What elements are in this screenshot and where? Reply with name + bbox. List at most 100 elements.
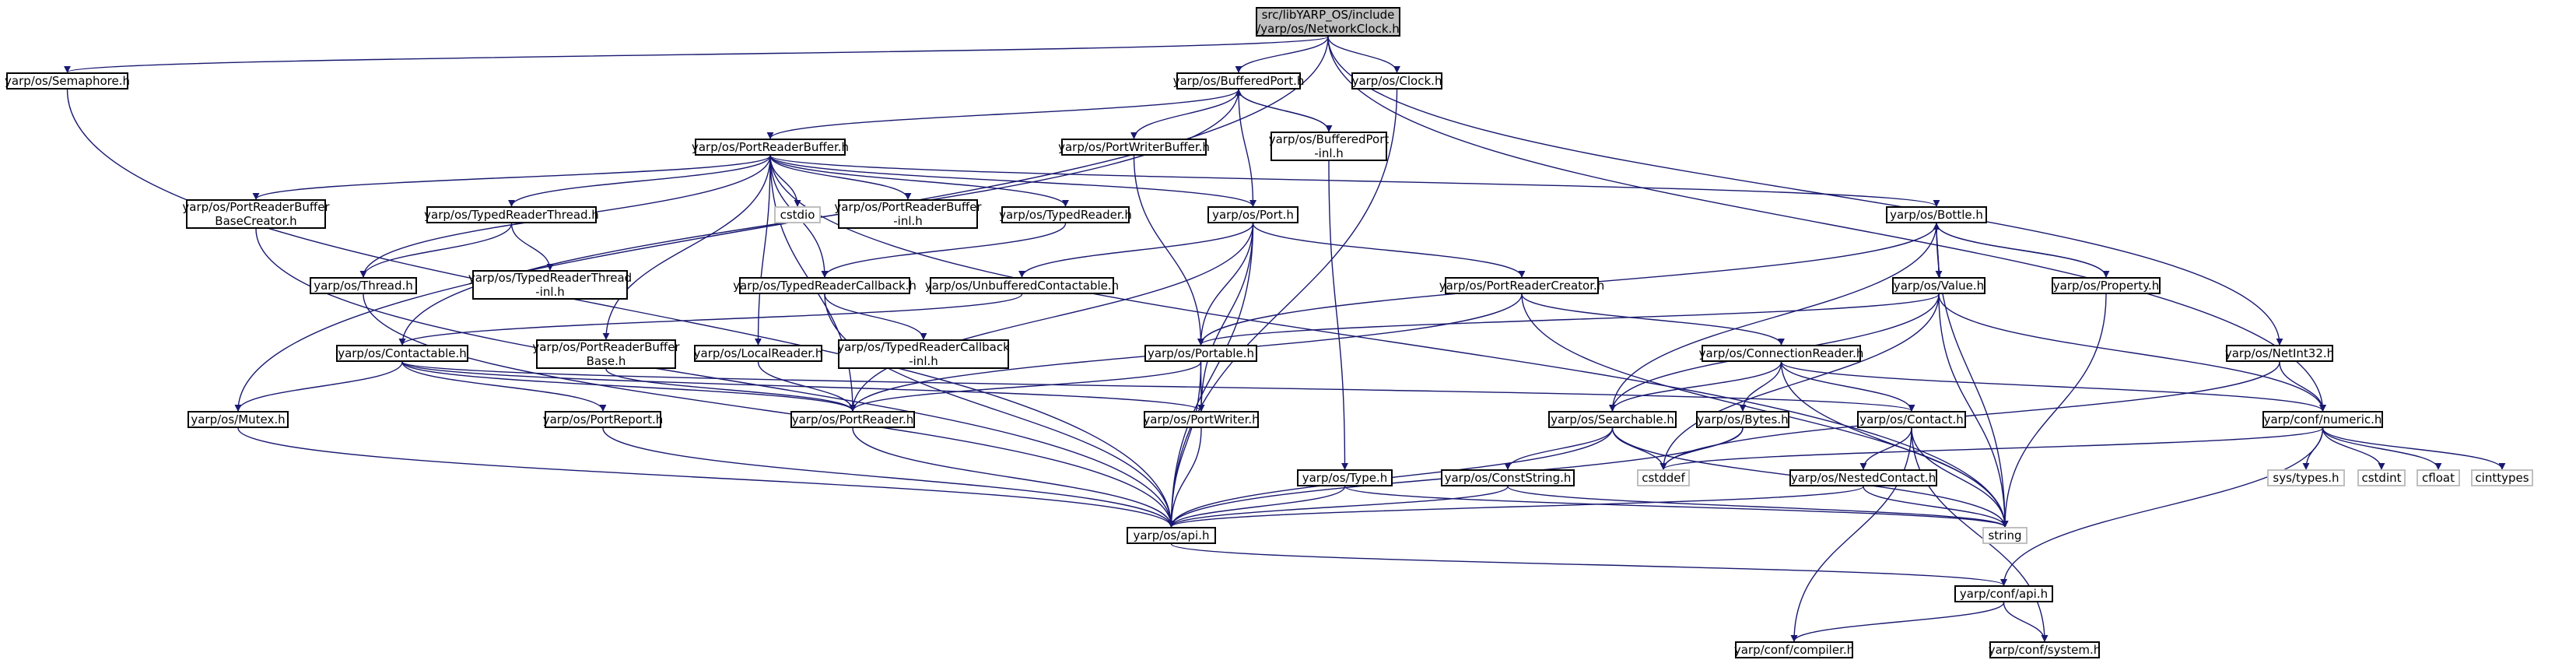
edge-property-to-bottle bbox=[1933, 223, 2107, 278]
edge-portwriterbuffer-to-portable bbox=[1133, 155, 1204, 346]
edge-port-to-portwriter bbox=[1197, 223, 1254, 412]
node-conststring-h[interactable]: yarp/os/ConstString.h bbox=[1441, 469, 1575, 486]
edge-value-to-cstddef bbox=[1660, 293, 1940, 470]
edge-bufferedport-to-portreaderbuffer bbox=[766, 89, 1239, 139]
node-cinttypes[interactable]: cinttypes bbox=[2471, 469, 2533, 486]
node-portreadercreator-h[interactable]: yarp/os/PortReaderCreator.h bbox=[1439, 277, 1604, 294]
edge-portreadercreator-to-connectionreader bbox=[1521, 293, 1785, 346]
node-cstdint[interactable]: cstdint bbox=[2357, 469, 2406, 486]
node-conf-compiler-h[interactable]: yarp/conf/compiler.h bbox=[1733, 641, 1855, 658]
edge-mutex-to-api_os bbox=[237, 427, 1175, 528]
node-conf-system-h[interactable]: yarp/conf/system.h bbox=[1989, 641, 2101, 658]
node-unbufferedcontactable-h[interactable]: yarp/os/UnbufferedContactable.h bbox=[925, 277, 1119, 294]
node-mutex-h[interactable]: yarp/os/Mutex.h bbox=[188, 411, 289, 428]
node-searchable-h[interactable]: yarp/os/Searchable.h bbox=[1548, 411, 1677, 428]
edge-portreaderbuffer-to-bottle bbox=[769, 155, 1940, 207]
node-port-h[interactable]: yarp/os/Port.h bbox=[1207, 206, 1299, 223]
node-typedreaderthread-inl-h[interactable]: yarp/os/TypedReaderThread -inl.h bbox=[468, 270, 632, 300]
node-typedreaderthread-h[interactable]: yarp/os/TypedReaderThread.h bbox=[424, 206, 599, 223]
node-connectionreader-h[interactable]: yarp/os/ConnectionReader.h bbox=[1699, 345, 1863, 362]
node-numeric-h[interactable]: yarp/conf/numeric.h bbox=[2262, 411, 2383, 428]
edge-contact-to-compiler bbox=[1790, 427, 1912, 642]
edge-connectionreader-to-string bbox=[1780, 361, 2009, 528]
node-portwriter-h[interactable]: yarp/os/PortWriter.h bbox=[1143, 411, 1260, 428]
node-contactable-h[interactable]: yarp/os/Contactable.h bbox=[336, 345, 468, 362]
edge-value-to-bottle bbox=[1933, 223, 1940, 278]
node-value-h[interactable]: yarp/os/Value.h bbox=[1892, 277, 1985, 294]
node-networkclock-h[interactable]: src/libYARP_OS/include /yarp/os/NetworkC… bbox=[1256, 7, 1400, 37]
node-label: yarp/os/Type.h bbox=[1302, 471, 1388, 485]
node-cstddef[interactable]: cstddef bbox=[1637, 469, 1690, 486]
node-bufferedport-h[interactable]: yarp/os/BufferedPort.h bbox=[1173, 72, 1304, 90]
node-nestedcontact-h[interactable]: yarp/os/NestedContact.h bbox=[1789, 469, 1937, 486]
node-semaphore-h[interactable]: yarp/os/Semaphore.h bbox=[5, 72, 130, 90]
node-label: yarp/os/Clock.h bbox=[1351, 74, 1442, 88]
edge-conststring-to-api_os bbox=[1168, 486, 1509, 528]
node-label: yarp/os/Contactable.h bbox=[338, 346, 467, 360]
node-cfloat[interactable]: cfloat bbox=[2417, 469, 2460, 486]
node-label: yarp/conf/numeric.h bbox=[2263, 412, 2382, 427]
edge-contactable-to-portreader bbox=[401, 361, 857, 412]
node-portreaderbuffer-base-h[interactable]: yarp/os/PortReaderBuffer Base.h bbox=[532, 339, 680, 369]
node-label: yarp/os/NetInt32.h bbox=[2224, 346, 2335, 360]
edge-portreaderbuffer-to-port bbox=[769, 155, 1256, 207]
node-label: yarp/os/TypedReader.h bbox=[999, 208, 1132, 222]
node-portreaderbuffer-basecreator-h[interactable]: yarp/os/PortReaderBuffer BaseCreator.h bbox=[182, 199, 330, 229]
edge-typedreadercallback-to-typedreadercallback_inl bbox=[824, 293, 927, 340]
node-label-line-2: Base.h bbox=[586, 354, 626, 368]
edge-connectionreader-to-searchable bbox=[1609, 361, 1782, 412]
node-portwriterbuffer-h[interactable]: yarp/os/PortWriterBuffer.h bbox=[1058, 139, 1210, 156]
edge-portreaderbuffer-to-typedreader bbox=[769, 155, 1069, 207]
edge-portreaderbuffer-to-localreader bbox=[755, 155, 771, 346]
edge-numeric-to-cstdint bbox=[2322, 427, 2385, 470]
node-bufferedport-inl-h[interactable]: yarp/os/BufferedPort -inl.h bbox=[1268, 132, 1390, 161]
node-cstdio[interactable]: cstdio bbox=[774, 206, 821, 223]
node-property-h[interactable]: yarp/os/Property.h bbox=[2052, 277, 2161, 294]
node-os-api-h[interactable]: yarp/os/api.h bbox=[1127, 527, 1216, 544]
node-label: yarp/os/BufferedPort.h bbox=[1172, 74, 1305, 88]
edge-property-to-string bbox=[2001, 293, 2107, 528]
node-portreport-h[interactable]: yarp/os/PortReport.h bbox=[543, 411, 663, 428]
node-typedreadercallback-inl-h[interactable]: yarp/os/TypedReaderCallback -inl.h bbox=[837, 339, 1010, 369]
edge-port-to-portreader bbox=[849, 223, 1254, 412]
node-portreaderbuffer-inl-h[interactable]: yarp/os/PortReaderBuffer -inl.h bbox=[834, 199, 982, 229]
node-netint32-h[interactable]: yarp/os/NetInt32.h bbox=[2224, 345, 2335, 362]
edge-semaphore-to-api_os bbox=[66, 89, 1175, 528]
node-sys-types-h[interactable]: sys/types.h bbox=[2267, 469, 2345, 486]
node-type-h[interactable]: yarp/os/Type.h bbox=[1297, 469, 1393, 486]
node-label-line-1: yarp/os/BufferedPort bbox=[1268, 132, 1390, 146]
node-thread-h[interactable]: yarp/os/Thread.h bbox=[310, 277, 417, 294]
node-bottle-h[interactable]: yarp/os/Bottle.h bbox=[1886, 206, 1987, 223]
edge-netint32-to-numeric bbox=[2279, 361, 2326, 412]
node-typedreadercallback-h[interactable]: yarp/os/TypedReaderCallback.h bbox=[733, 277, 916, 294]
node-portable-h[interactable]: yarp/os/Portable.h bbox=[1144, 345, 1257, 362]
node-portreader-h[interactable]: yarp/os/PortReader.h bbox=[790, 411, 915, 428]
node-portreaderbuffer-h[interactable]: yarp/os/PortReaderBuffer.h bbox=[692, 139, 849, 156]
node-label-line-2: -inl.h bbox=[1314, 146, 1344, 160]
edge-numeric-to-cstddef bbox=[1660, 427, 2324, 470]
edge-root-to-clock bbox=[1327, 36, 1400, 73]
node-label-line-2: BaseCreator.h bbox=[215, 214, 297, 228]
edge-portreaderbuffer-to-prb_inl bbox=[769, 155, 912, 200]
edge-portreaderbuffer-to-prb_base bbox=[602, 155, 771, 340]
node-label: yarp/os/Mutex.h bbox=[191, 412, 286, 427]
edge-conf_api-to-compiler bbox=[1790, 602, 2005, 642]
node-label: yarp/os/PortReader.h bbox=[791, 412, 914, 427]
node-bytes-h[interactable]: yarp/os/Bytes.h bbox=[1696, 411, 1789, 428]
edge-port-to-api_os bbox=[1168, 223, 1254, 528]
node-string[interactable]: string bbox=[1982, 527, 2028, 544]
node-label: yarp/conf/compiler.h bbox=[1733, 643, 1855, 657]
edge-nestedcontact-to-string bbox=[1863, 486, 2009, 528]
edge-portreader-to-api_os bbox=[852, 427, 1175, 528]
node-label-line-1: yarp/os/PortReaderBuffer bbox=[182, 200, 330, 214]
node-label: cstdio bbox=[780, 208, 815, 222]
node-clock-h[interactable]: yarp/os/Clock.h bbox=[1351, 72, 1442, 90]
edge-conf_api-to-system bbox=[2003, 602, 2049, 642]
edge-contact-to-system bbox=[1911, 427, 2049, 642]
node-label-line-2: -inl.h bbox=[535, 285, 565, 299]
node-typedreader-h[interactable]: yarp/os/TypedReader.h bbox=[999, 206, 1132, 223]
node-contact-h[interactable]: yarp/os/Contact.h bbox=[1857, 411, 1966, 428]
node-conf-api-h[interactable]: yarp/conf/api.h bbox=[1954, 585, 2053, 602]
node-localreader-h[interactable]: yarp/os/LocalReader.h bbox=[694, 345, 822, 362]
